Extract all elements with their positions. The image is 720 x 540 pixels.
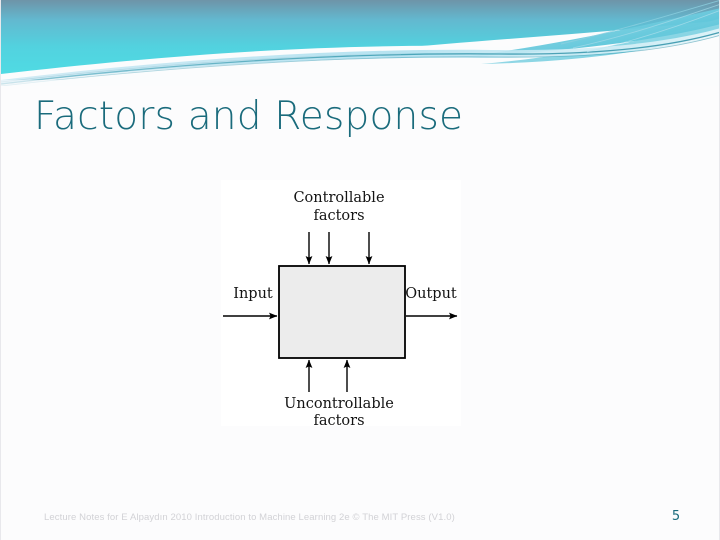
slide-title: Factors and Response bbox=[34, 94, 464, 139]
slide-page-number: 5 bbox=[671, 509, 681, 524]
label-input: Input bbox=[233, 286, 273, 302]
label-uncontrollable-line2: factors bbox=[313, 413, 364, 426]
banner-swoosh-graphic bbox=[1, 0, 719, 86]
label-output: Output bbox=[405, 286, 457, 302]
label-uncontrollable-line1: Uncontrollable bbox=[284, 396, 394, 412]
block-diagram-svg: Controllable factors Input Output Uncont… bbox=[221, 180, 461, 426]
label-controllable-line1: Controllable bbox=[293, 190, 384, 206]
slide-banner-decoration bbox=[1, 0, 719, 86]
footer-citation: Lecture Notes for E Alpaydın 2010 Introd… bbox=[44, 512, 455, 523]
process-box bbox=[278, 265, 406, 359]
process-diagram-image: Controllable factors Input Output Uncont… bbox=[221, 180, 461, 426]
label-controllable-line2: factors bbox=[313, 208, 364, 224]
